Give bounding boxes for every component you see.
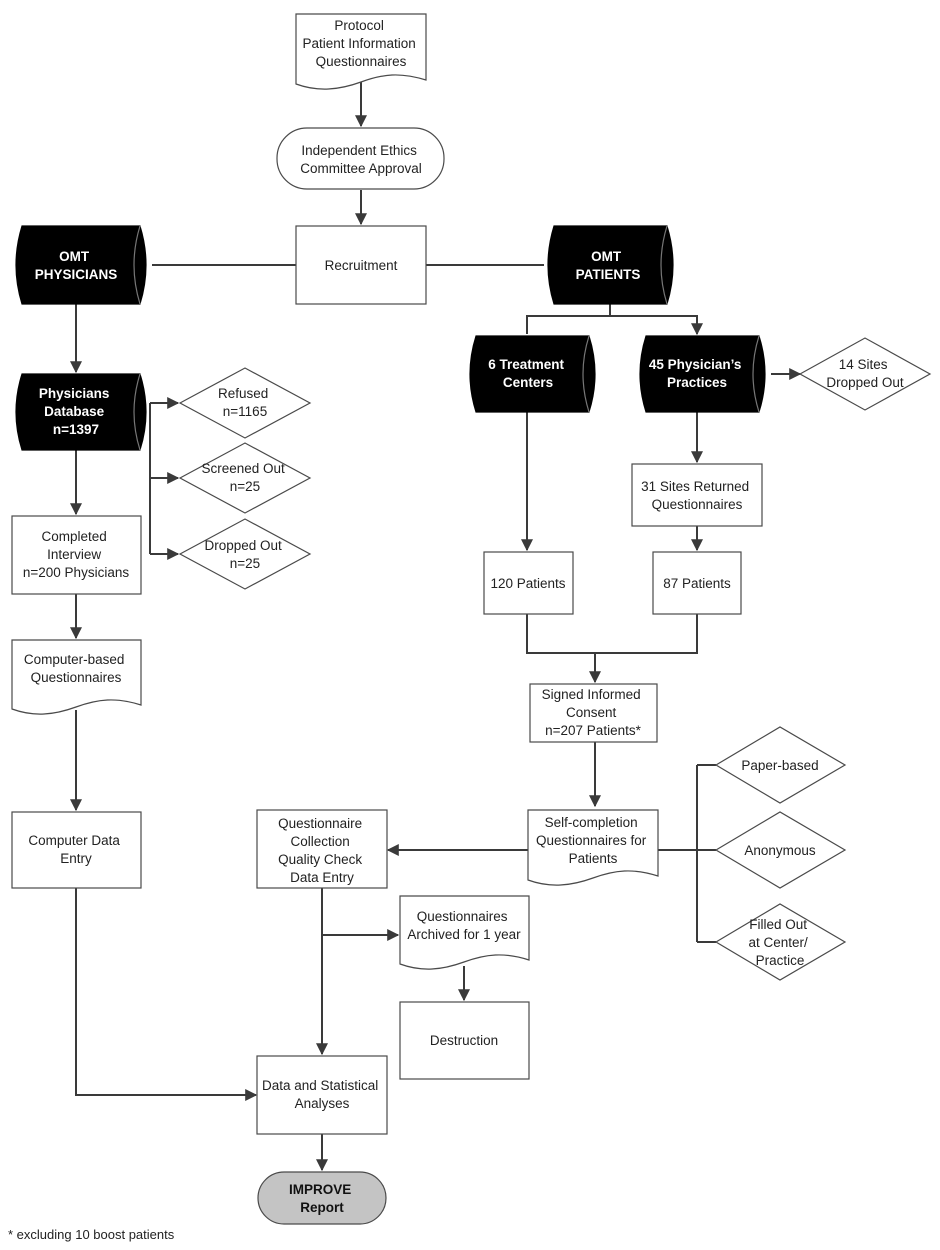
connectors <box>70 82 802 1172</box>
signed-consent-node: Signed Informed Consent n=207 Patients* <box>529 683 658 743</box>
refused-label: Refused n=1165 <box>218 386 272 419</box>
physician-practices-node: 45 Physician’s Practices <box>639 335 766 413</box>
edge-db-screened <box>149 403 178 554</box>
anonymous-node: Anonymous <box>714 811 847 889</box>
footnote: * excluding 10 boost patients <box>8 1227 175 1242</box>
treatment-centers-node: 6 Treatment Centers <box>469 335 596 413</box>
signed-consent-label: Signed Informed Consent n=207 Patients* <box>542 687 645 738</box>
dropped-out-node: Dropped Out n=25 <box>178 518 312 590</box>
patients-120-label: 120 Patients <box>490 576 565 591</box>
completed-interview-node: Completed Interview n=200 Physicians <box>11 515 142 595</box>
patients-120-node: 120 Patients <box>483 551 574 615</box>
patients-87-node: 87 Patients <box>652 551 742 615</box>
sites-dropped-out-node: 14 Sites Dropped Out <box>798 337 932 411</box>
edge-entry-analyses <box>75 888 258 1101</box>
destruction-label: Destruction <box>430 1033 498 1048</box>
self-completion-document: Self-completion Questionnaires for Patie… <box>527 809 659 886</box>
sites-dropped-out-label: 14 Sites Dropped Out <box>826 357 904 390</box>
computer-data-entry-node: Computer Data Entry <box>11 811 142 889</box>
completed-interview-label: Completed Interview n=200 Physicians <box>23 529 129 580</box>
data-analyses-node: Data and Statistical Analyses <box>256 1055 388 1135</box>
sites-returned-node: 31 Sites Returned Questionnaires <box>631 463 763 527</box>
self-completion-label: Self-completion Questionnaires for Patie… <box>536 815 650 866</box>
screened-out-label: Screened Out n=25 <box>201 461 288 494</box>
ethics-approval-label: Independent Ethics Committee Approval <box>300 143 422 176</box>
paper-based-node: Paper-based <box>714 726 847 804</box>
treatment-centers-label: 6 Treatment Centers <box>488 357 568 390</box>
protocol-label: Protocol Patient Information Questionnai… <box>302 18 419 69</box>
recruitment-label: Recruitment <box>325 258 398 273</box>
anonymous-label: Anonymous <box>744 843 816 858</box>
protocol-document: Protocol Patient Information Questionnai… <box>295 13 427 90</box>
ethics-approval-node: Independent Ethics Committee Approval <box>276 127 445 190</box>
improve-report-label: IMPROVE Report <box>289 1182 355 1215</box>
destruction-node: Destruction <box>399 1001 530 1080</box>
omt-patients-label: OMT PATIENTS <box>576 249 641 282</box>
archived-document: Questionnaires Archived for 1 year <box>399 895 530 970</box>
omt-physicians-label: OMT PHYSICIANS <box>35 249 118 282</box>
sites-returned-label: 31 Sites Returned Questionnaires <box>641 479 753 512</box>
improve-report-node: IMPROVE Report <box>257 1171 387 1225</box>
data-analyses-label: Data and Statistical Analyses <box>262 1078 382 1111</box>
computer-data-entry-label: Computer Data Entry <box>28 833 123 866</box>
physicians-database-label: Physicians Database n=1397 <box>39 386 113 437</box>
filled-out-node: Filled Out at Center/ Practice <box>714 903 847 981</box>
physician-practices-label: 45 Physician’s Practices <box>649 357 745 390</box>
recruitment-node: Recruitment <box>295 225 427 305</box>
archived-label: Questionnaires Archived for 1 year <box>407 909 521 942</box>
omt-patients-node: OMT PATIENTS <box>547 225 674 305</box>
questionnaire-collection-label: Questionnaire Collection Quality Check D… <box>278 816 366 885</box>
edge-patients-split <box>526 304 697 334</box>
paper-based-label: Paper-based <box>741 758 818 773</box>
filled-out-label: Filled Out at Center/ Practice <box>748 917 811 968</box>
dropped-out-label: Dropped Out n=25 <box>204 538 285 571</box>
physicians-database-node: Physicians Database n=1397 <box>15 373 147 451</box>
questionnaire-collection-node: Questionnaire Collection Quality Check D… <box>256 809 388 889</box>
omt-physicians-node: OMT PHYSICIANS <box>15 225 147 305</box>
edge-selfcompletion-attributes <box>658 764 716 943</box>
edge-merge-consent <box>526 614 698 682</box>
computer-questionnaires-document: Computer-based Questionnaires <box>11 639 142 715</box>
refused-node: Refused n=1165 <box>178 367 312 439</box>
patients-87-label: 87 Patients <box>663 576 731 591</box>
computer-questionnaires-label: Computer-based Questionnaires <box>24 652 128 685</box>
screened-out-node: Screened Out n=25 <box>178 442 312 514</box>
